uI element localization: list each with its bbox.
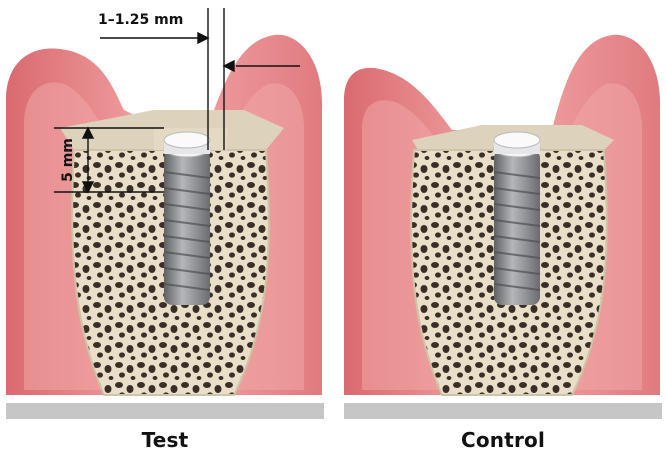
height-label: 5 mm bbox=[60, 138, 76, 182]
base-bar bbox=[6, 403, 324, 419]
base-bar bbox=[344, 403, 662, 419]
test-illustration: 1–1.25 mm 5 mm bbox=[4, 0, 326, 460]
panel-caption-test: Test bbox=[4, 428, 326, 452]
panel-control: Control bbox=[342, 0, 664, 460]
implant bbox=[164, 132, 210, 305]
panel-caption-control: Control bbox=[342, 428, 664, 452]
panel-test: 1–1.25 mm 5 mm Test bbox=[4, 0, 326, 460]
implant bbox=[494, 132, 540, 305]
control-illustration bbox=[342, 0, 664, 460]
width-label: 1–1.25 mm bbox=[98, 12, 183, 28]
